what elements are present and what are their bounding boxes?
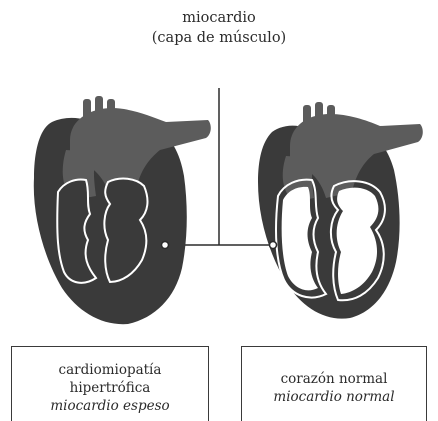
hypertrophic-pointer-dot	[162, 242, 169, 249]
normal-caption-box: corazón normal miocardio normal	[241, 346, 427, 421]
normal-pointer-dot	[270, 242, 277, 249]
hypertrophic-caption-line1: cardiomiopatía	[12, 361, 208, 379]
normal-heart	[258, 102, 423, 319]
hypertrophic-caption-box: cardiomiopatía hipertrófica miocardio es…	[11, 346, 209, 421]
normal-caption-line1: corazón normal	[242, 370, 426, 388]
hypertrophic-caption-line3: miocardio espeso	[12, 397, 208, 415]
hypertrophic-heart	[34, 96, 211, 324]
normal-caption-line2: miocardio normal	[242, 388, 426, 406]
hypertrophic-caption-line2: hipertrófica	[12, 379, 208, 397]
